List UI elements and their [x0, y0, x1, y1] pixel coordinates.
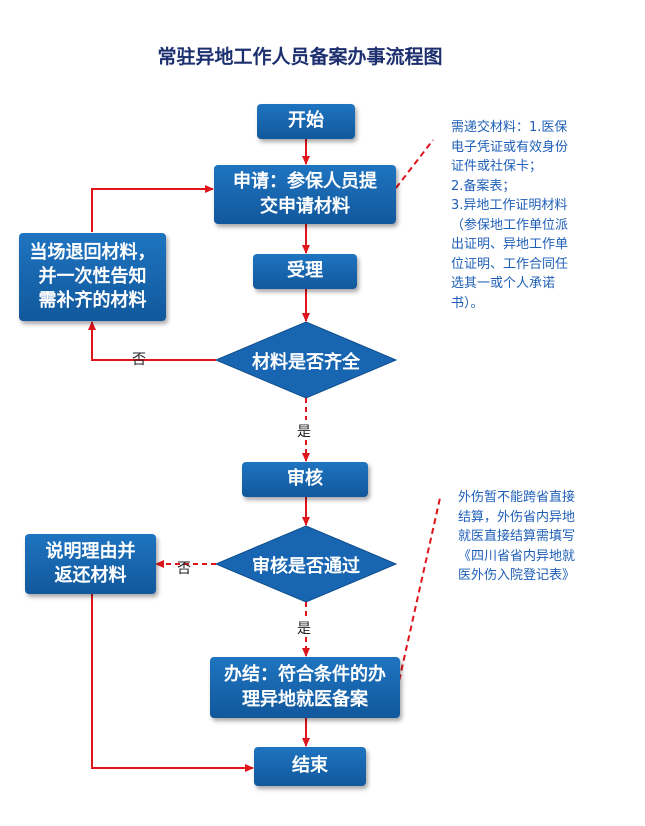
injury-note-line: 《四川省省内异地就	[458, 548, 576, 564]
review-node: 审核	[242, 462, 368, 497]
review-label: 审核	[287, 468, 323, 490]
return-materials-node: 当场退回材料， 并一次性告知 需补齐的材料	[19, 233, 166, 321]
apply-label-line-2: 交申请材料	[260, 195, 350, 217]
materials-note-line: 3.异地工作证明材料	[451, 198, 568, 213]
materials-note-line: 选其一或个人承诺	[451, 276, 556, 291]
accept-node: 受理	[253, 254, 357, 289]
return-label-line-2: 并一次性告知	[38, 265, 147, 287]
arrow-return-to-apply	[91, 185, 214, 232]
apply-label-line-1: 申请：参保人员提	[233, 171, 377, 193]
apply-node: 申请：参保人员提 交申请材料	[214, 165, 396, 224]
injury-note-line: 就医直接结算需填写	[458, 529, 576, 544]
callout-line-injury	[396, 497, 441, 691]
materials-note-line: 需递交材料：1.医保	[451, 120, 568, 135]
edge-label-no-2: 否	[177, 561, 191, 577]
arrow-explain-to-end	[91, 594, 254, 772]
start-node: 开始	[257, 104, 355, 139]
edge-label-yes-2: 是	[297, 621, 311, 637]
callout-line-materials	[395, 139, 434, 189]
arrow-no-to-return	[88, 321, 216, 361]
decision-complete-label: 材料是否齐全	[252, 352, 360, 373]
materials-note-line: 证件或社保卡；	[451, 159, 543, 174]
injury-note-line: 外伤暂不能跨省直接	[458, 490, 576, 505]
return-label-line-1: 当场退回材料，	[29, 241, 156, 263]
finish-node: 办结：符合条件的办 理异地就医备案	[210, 657, 400, 718]
injury-note-line: 结算，外伤省内异地	[458, 509, 576, 525]
end-node: 结束	[254, 747, 366, 786]
finish-label-line-2: 理异地就医备案	[242, 688, 368, 710]
edge-label-no-1: 否	[132, 352, 146, 368]
accept-label: 受理	[287, 260, 323, 282]
materials-note-line: 书）。	[451, 295, 484, 311]
explain-return-node: 说明理由并 返还材料	[25, 534, 156, 594]
materials-note-line: （参保地工作单位派	[451, 217, 569, 233]
decision-pass-label: 审核是否通过	[252, 556, 360, 577]
materials-note-line: 电子凭证或有效身份	[451, 139, 569, 155]
end-label: 结束	[292, 755, 328, 777]
start-label: 开始	[288, 110, 324, 132]
materials-note-line: 位证明、工作合同任	[451, 256, 569, 272]
explain-label-line-1: 说明理由并	[45, 540, 136, 562]
return-label-line-3: 需补齐的材料	[38, 290, 147, 312]
materials-note-line: 出证明、异地工作单	[451, 237, 569, 252]
edge-label-yes-1: 是	[297, 424, 311, 440]
injury-note-line: 医外伤入院登记表》	[458, 568, 576, 583]
explain-label-line-2: 返还材料	[54, 565, 127, 586]
injury-note: 外伤暂不能跨省直接 结算，外伤省内异地 就医直接结算需填写 《四川省省内异地就 …	[458, 488, 575, 586]
materials-note-line: 2.备案表；	[451, 178, 516, 194]
finish-label-line-1: 办结：符合条件的办	[224, 664, 386, 686]
materials-note: 需递交材料：1.医保 电子凭证或有效身份 证件或社保卡； 2.备案表； 3.异地…	[451, 118, 568, 313]
page-title: 常驻异地工作人员备案办事流程图	[157, 46, 443, 68]
